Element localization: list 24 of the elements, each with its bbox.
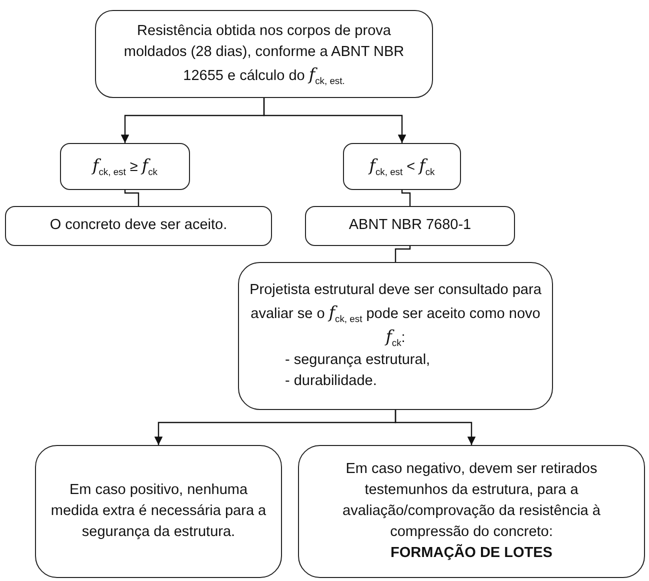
box-text: Em caso negativo, devem ser retirados testemunhos da estrutura, para a avaliação/comprovação da resistência à compressão do concreto:: [342, 460, 602, 542]
arrow: [263, 98, 406, 143]
process-box: [60, 143, 190, 190]
list-item: - segurança estrutural,: [284, 351, 430, 370]
box-text: f$_{ck, est}$ < f$_{ck}$: [369, 155, 435, 179]
connector-line: [124, 190, 140, 206]
box-text: Projetista estrutural deve ser consultado para avaliar se o f$_{ck, est}$ pode ser aceito como novo f$_{ck}$:: [248, 280, 542, 350]
connector-line: [394, 246, 411, 262]
process-box: [305, 206, 515, 246]
arrow: [394, 410, 476, 445]
box-text: Resistência obtida nos corpos de prova moldados (28 dias), conforme a ABNT NBR 12655 e cálculo do f$_{ck, est.}$: [122, 22, 406, 88]
box-text: ABNT NBR 7680-1: [348, 216, 472, 236]
box-text: Em caso positivo, nenhuma medida extra é necessária para a segurança da estrutura.: [50, 480, 268, 542]
process-box: [238, 262, 553, 410]
list-item: - durabilidade.: [284, 372, 377, 392]
emphasis-text: FORMAÇÃO DE LOTES: [390, 543, 552, 564]
process-box: [35, 445, 282, 578]
process-box: [5, 206, 272, 246]
process-box: [298, 445, 645, 578]
process-box: [95, 10, 433, 98]
box-text: O concreto deve ser aceito.: [50, 216, 228, 236]
process-box: [343, 143, 461, 190]
box-text: f$_{ck, est}$ ≥ f$_{ck}$: [92, 155, 158, 179]
connector-line: [401, 190, 411, 206]
